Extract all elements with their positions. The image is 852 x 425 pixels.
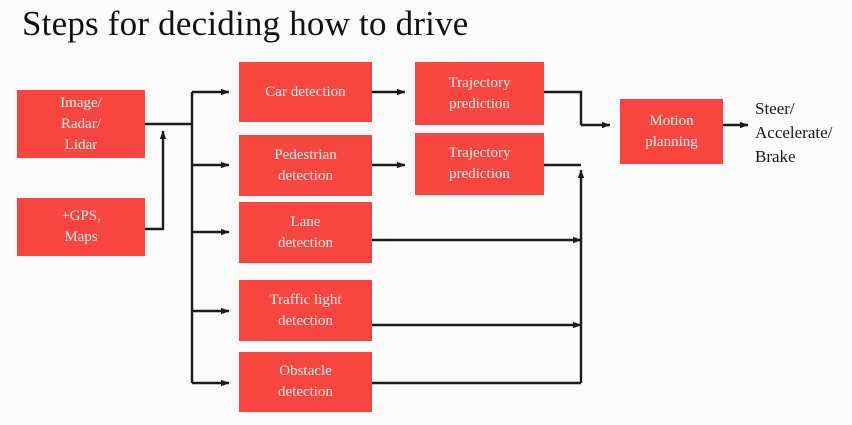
- node-sensors-label: Image/ Radar/ Lidar: [60, 94, 102, 153]
- node-pedestrian-detection[interactable]: Pedestrian detection: [239, 135, 372, 196]
- node-car-detection[interactable]: Car detection: [239, 62, 372, 122]
- node-gps-maps[interactable]: +GPS, Maps: [17, 198, 145, 256]
- edge-gps-riser: [145, 130, 167, 231]
- node-trajectory-prediction-car-label: Trajectory prediction: [448, 74, 511, 112]
- node-motion-planning-label: Motion planning: [645, 112, 698, 150]
- node-gps-maps-label: +GPS, Maps: [61, 208, 101, 245]
- node-trajectory-prediction-pedestrian[interactable]: Trajectory prediction: [415, 133, 544, 195]
- output-actuation-label: Steer/ Accelerate/ Brake: [755, 99, 833, 166]
- node-sensors[interactable]: Image/ Radar/ Lidar: [17, 90, 145, 158]
- node-trajectory-prediction-pedestrian-label: Trajectory prediction: [448, 145, 511, 182]
- node-pedestrian-detection-label: Pedestrian detection: [274, 146, 337, 184]
- edge-trajectory-car-to-bus: [544, 90, 583, 125]
- node-lane-detection-label: Lane detection: [278, 213, 333, 251]
- node-traffic-light-detection-label: Traffic light detection: [269, 291, 342, 329]
- node-obstacle-detection[interactable]: Obstacle detection: [239, 352, 372, 412]
- node-traffic-light-detection[interactable]: Traffic light detection: [239, 280, 372, 341]
- node-trajectory-prediction-car[interactable]: Trajectory prediction: [415, 62, 544, 125]
- node-obstacle-detection-label: Obstacle detection: [278, 363, 333, 400]
- page-title: Steps for deciding how to drive: [22, 4, 469, 43]
- node-lane-detection[interactable]: Lane detection: [239, 202, 372, 263]
- node-car-detection-label: Car detection: [265, 83, 346, 100]
- node-motion-planning[interactable]: Motion planning: [620, 99, 723, 164]
